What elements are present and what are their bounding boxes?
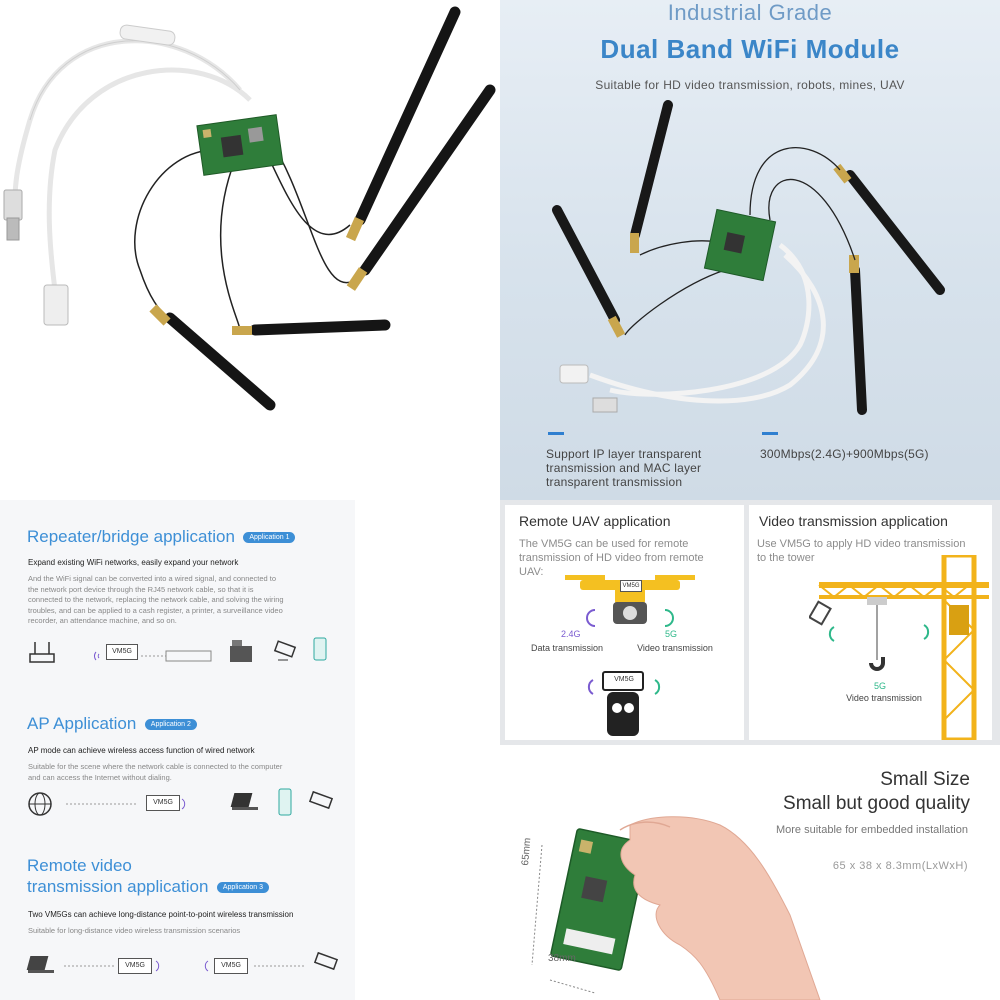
tower-card-title: Video transmission application [759, 513, 948, 529]
ap-body: Suitable for the scene where the network… [28, 762, 283, 782]
hero-line1: Industrial Grade [667, 0, 833, 25]
wifi-waves-icon [204, 960, 209, 972]
phone-icon [278, 788, 292, 816]
remote-video-lead: Two VM5Gs can achieve long-distance poin… [28, 910, 294, 919]
camera-icon [273, 640, 297, 661]
applications-panel: Repeater/bridge application Application … [0, 500, 355, 1000]
cash-register-icon [230, 640, 252, 662]
tower-card-body: Use VM5G to apply HD video transmission … [757, 538, 966, 564]
hero-panel: Industrial Grade Dual Band WiFi Module S… [500, 0, 1000, 500]
camera-icon [308, 790, 334, 810]
remote-video-title-line1: Remote video [27, 856, 132, 875]
repeater-diagram [29, 637, 327, 663]
size-tagline: Small but good quality [783, 793, 970, 814]
tower-card: Video transmission application Use VM5G … [749, 505, 992, 740]
tower-band: 5G [874, 681, 887, 691]
laptop-icon [26, 956, 54, 973]
size-dimensions: 65 x 38 x 8.3mm(LxWxH) [832, 860, 968, 872]
ap-diagram [28, 788, 334, 816]
ap-lead: AP mode can achieve wireless access func… [28, 746, 255, 755]
globe-icon [28, 792, 52, 816]
wifi-waves-icon [94, 651, 100, 661]
remote-vm5g-box-b: VM5G [214, 958, 248, 974]
application-1-badge: Application 1 [243, 532, 296, 544]
controller-vm5g-label: VM5G [614, 676, 634, 683]
application-3-badge: Application 3 [216, 882, 269, 894]
uav-label-b: Video transmission [637, 643, 713, 653]
product-photo-panel [0, 0, 500, 500]
drone-vm5g-label: VM5G [620, 580, 642, 592]
tower-label: Video transmission [846, 693, 922, 703]
feature-throughput: 300Mbps(2.4G)+900Mbps(5G) [760, 447, 929, 461]
dim-width-label: 38mm [548, 953, 576, 964]
feature-marker-left [548, 432, 564, 435]
repeater-section-title: Repeater/bridge application Application … [27, 527, 296, 547]
hero-subtitle: Suitable for HD video transmission, robo… [595, 78, 905, 92]
application-2-badge: Application 2 [144, 719, 197, 731]
size-subtitle: More suitable for embedded installation [775, 824, 968, 836]
remote-controller-icon [587, 671, 661, 736]
wifi-waves-icon [155, 960, 160, 972]
size-title: Small Size [880, 769, 970, 790]
module-antenna-illustration [552, 100, 945, 415]
feature-ip-layer: Support IP layer transparent transmissio… [546, 447, 702, 489]
hero-title: Dual Band WiFi Module [600, 34, 900, 64]
size-panel: Small Size Small but good quality More s… [500, 745, 1000, 1000]
crane-illustration [818, 555, 989, 740]
feature-marker-right [762, 432, 778, 435]
remote-vm5g-box-a: VM5G [118, 958, 152, 974]
uav-label-a: Data transmission [530, 643, 604, 653]
camera-icon [313, 951, 339, 971]
phone-icon [313, 637, 327, 661]
remote-video-body: Suitable for long-distance video wireles… [28, 926, 241, 935]
repeater-vm5g-box: VM5G [106, 644, 138, 660]
wifi-waves-icon [181, 798, 186, 810]
use-case-panel: Remote UAV application The VM5G can be u… [500, 500, 1000, 745]
ap-section-title: AP Application Application 2 [27, 714, 197, 734]
uav-band-b: 5G [665, 629, 678, 639]
hand-holding-module-illustration [531, 816, 821, 1000]
uav-card: Remote UAV application The VM5G can be u… [505, 505, 744, 740]
repeater-body: And the WiFi signal can be converted int… [28, 574, 284, 625]
uav-card-body: The VM5G can be used for remote transmis… [519, 538, 704, 578]
remote-video-title-line2: transmission application Application 3 [27, 877, 269, 897]
laptop-icon [230, 793, 258, 810]
router-icon [29, 642, 55, 663]
uav-band-a: 2.4G [561, 629, 581, 639]
remote-video-diagram [26, 951, 339, 973]
ap-vm5g-box: VM5G [146, 795, 180, 811]
wifi-module-with-antennas-illustration [3, 6, 496, 411]
repeater-lead: Expand existing WiFi networks, easily ex… [28, 558, 239, 567]
uav-card-title: Remote UAV application [519, 513, 671, 529]
camera-icon [809, 600, 832, 626]
